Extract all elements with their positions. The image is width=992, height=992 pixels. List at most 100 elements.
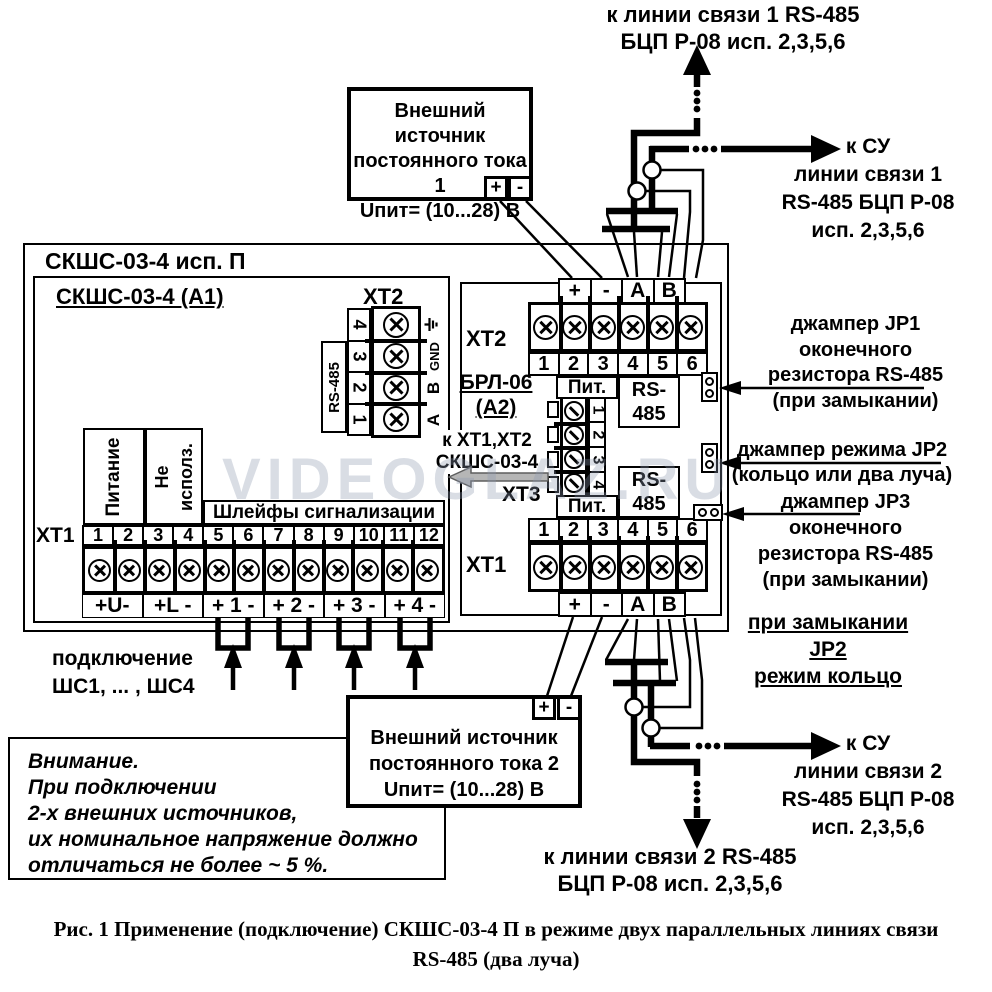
jumper-pin xyxy=(705,376,714,386)
top-line1-text-2: БЦП Р-08 исп. 2,3,5,6 xyxy=(620,29,846,54)
brl-xt2-terminal xyxy=(560,296,592,358)
n6: 6 xyxy=(676,353,706,375)
jumper-pin xyxy=(705,447,714,457)
screw-icon xyxy=(564,401,584,421)
brl06-title: БРЛ-06 (А2) xyxy=(452,370,540,420)
rs485-line2: 485 xyxy=(632,493,666,515)
xt2-left-pin-gnd: GND xyxy=(426,341,442,371)
jp1-l2: оконечного xyxy=(798,338,913,361)
n1: 1 xyxy=(538,352,550,375)
xt1-left-terminal xyxy=(115,540,147,600)
jp3-l1: джампер JP3 xyxy=(780,491,911,513)
screw-icon xyxy=(207,558,231,582)
power-label: Питание xyxy=(103,437,124,516)
brl-xt2-rs485-box: RS- 485 xyxy=(618,376,680,428)
su2-l4: исп. 2,3,5,6 xyxy=(811,816,925,839)
screw-icon xyxy=(678,554,703,580)
xt1-left-terminal xyxy=(145,540,177,600)
brl-xt2-pin-minus: - xyxy=(589,279,622,302)
xt3-terminal xyxy=(563,471,585,495)
brl-xt2-number-row: 1 2 3 4 5 6 xyxy=(528,352,708,376)
xt3-terminal xyxy=(554,423,594,450)
screw-icon xyxy=(533,314,558,340)
jumper-jp1 xyxy=(701,372,718,402)
device-title: СКШС-03-4 исп. П xyxy=(45,248,246,274)
jp1-l4: (при замыкании) xyxy=(772,389,939,412)
brl-xt1-terminal xyxy=(676,545,705,589)
su1-l1: к СУ xyxy=(845,135,891,158)
caption-line1: Рис. 1 Применение (подключение) СКШС-03-… xyxy=(53,917,939,941)
shs-arrow-icon xyxy=(345,644,363,668)
brl-xt2-pin-plus: + xyxy=(568,279,581,302)
screw-icon xyxy=(591,554,616,580)
brl-xt2-terminal xyxy=(618,296,650,358)
shs-connection-label: подключение ШС1, ... , ШС4 xyxy=(52,645,195,701)
n1: 1 xyxy=(93,525,104,545)
screw-icon xyxy=(383,311,409,338)
xt3-terminal xyxy=(554,447,594,474)
n12: 12 xyxy=(412,525,443,545)
source1-line2: постоянного тока 1 xyxy=(353,150,527,197)
brl-xt1-terminal xyxy=(531,536,563,598)
xt2-left-terminal xyxy=(365,372,427,406)
xt2-left-terminal-strip xyxy=(365,306,427,438)
junction-circle xyxy=(641,718,661,738)
brl-xt2-pin-row: + - A B xyxy=(558,278,686,304)
brl-xt1-terminal xyxy=(618,536,650,598)
jp3-l4: (при замыкании) xyxy=(762,569,929,591)
screw-icon xyxy=(620,314,645,340)
jumper-pin xyxy=(705,459,714,469)
junction-circle xyxy=(624,697,644,717)
group-shs3: + 3 - xyxy=(323,594,384,617)
jumper-pin xyxy=(697,508,707,517)
xt1-left-terminal-strip xyxy=(82,540,445,600)
n4: 4 xyxy=(172,525,202,545)
to-xt-line1: к ХТ1,ХТ2 xyxy=(442,430,532,451)
n4: 4 xyxy=(617,353,647,375)
xt2-left-pin-a: A xyxy=(424,413,443,427)
brl-xt2-terminal xyxy=(676,305,705,349)
warning-line2: При подключении xyxy=(28,776,217,799)
xt3-clamp xyxy=(547,426,559,443)
shs-line1: подключение xyxy=(52,647,193,670)
n8: 8 xyxy=(292,525,323,545)
warning-line5: отличаться не более ~ 5 %. xyxy=(28,854,329,877)
screw-icon xyxy=(620,554,645,580)
screw-icon xyxy=(296,558,320,582)
brl-xt2-pin-b: B xyxy=(652,279,685,302)
warning-box: Внимание. При подключении 2-х внешних ис… xyxy=(8,737,446,880)
xt2-left-num-1: 1 xyxy=(349,414,370,425)
source1-minus-terminal: - xyxy=(508,176,532,200)
su1-l4: исп. 2,3,5,6 xyxy=(811,219,925,242)
screw-icon xyxy=(649,314,674,340)
shs-line2: ШС1, ... , ШС4 xyxy=(52,675,195,698)
xt1-left-power-box: Питание xyxy=(83,428,145,525)
xt2-left-pin-b: B xyxy=(424,381,443,395)
jp2-ring-mode-note: при замыкании JP2 режим кольцо xyxy=(733,609,923,690)
warning-line4: их номинальное напряжение должно xyxy=(28,828,418,851)
n6: 6 xyxy=(232,525,262,545)
shs-arrow-icon xyxy=(285,644,303,668)
brl-xt1-pin-plus: + xyxy=(568,592,581,616)
source2-minus-terminal: - xyxy=(557,696,581,720)
jp1-label: джампер JP1 оконечного резистора RS-485 … xyxy=(753,312,958,414)
xt3-num-3: 3 xyxy=(589,455,606,464)
xt2-left-num-4: 4 xyxy=(349,319,370,330)
source1-plus-terminal: + xyxy=(484,176,508,200)
warning-line3: 2-х внешних источников, xyxy=(28,802,298,825)
group-l: +L - xyxy=(141,594,203,617)
brl-xt2-label: ХТ2 xyxy=(466,326,507,351)
xt3-num-4: 4 xyxy=(589,480,606,489)
junction-circle xyxy=(627,181,647,201)
jumper-pin xyxy=(705,388,714,398)
brl-xt1-rs485-box: RS- 485 xyxy=(618,466,680,518)
jp3-l2: оконечного xyxy=(788,517,903,539)
screw-icon xyxy=(118,558,142,582)
junction-circle xyxy=(642,160,662,180)
xt2-left-label: ХТ2 xyxy=(363,284,404,309)
n2: 2 xyxy=(112,525,142,545)
shs-arrow-icon xyxy=(406,644,424,668)
screw-icon xyxy=(562,554,587,580)
brl-xt2-pit-box: Пит. xyxy=(556,376,618,399)
